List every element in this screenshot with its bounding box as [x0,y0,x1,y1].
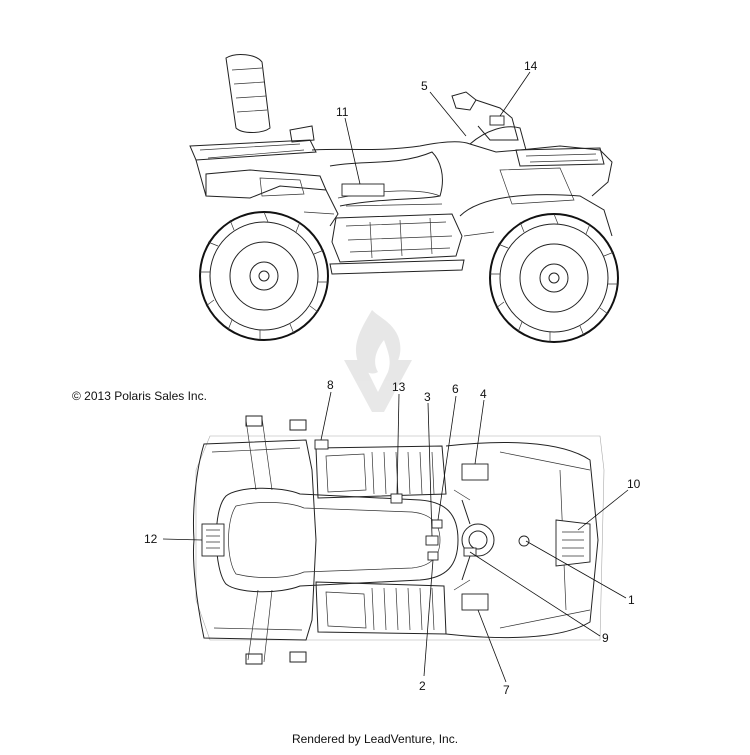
callout-3: 3 [424,390,431,404]
callout-13: 13 [392,380,406,394]
callout-6: 6 [452,382,459,396]
decal-13 [390,493,403,504]
front-wheel [489,213,619,343]
decal-6 [431,519,443,529]
callout-4: 4 [480,387,487,401]
decal-10 [555,519,591,567]
rear-wheel [199,211,329,341]
decal-14 [489,115,505,126]
leadventure-flame-icon [344,310,412,412]
callout-9: 9 [602,631,609,645]
decal-4 [461,463,489,481]
callout-11: 11 [336,105,349,119]
atv-top-view [193,415,605,665]
copyright-text: © 2013 Polaris Sales Inc. [72,389,207,403]
callout-2: 2 [419,679,426,693]
callout-12: 12 [144,532,158,546]
decal-12 [201,523,225,557]
decal-8 [314,439,329,450]
decal-7 [461,593,489,611]
callout-5: 5 [421,79,428,93]
decal-3 [425,535,439,546]
callout-7: 7 [503,683,510,697]
decal-2 [427,551,439,561]
atv-side-view [189,54,619,343]
callout-10: 10 [627,477,641,491]
callout-1: 1 [628,593,635,607]
callout-labels: 14 5 11 8 13 3 6 4 10 12 1 9 2 7 [144,59,641,697]
decal-11 [341,183,385,197]
decal-1 [518,535,530,547]
callout-8: 8 [327,378,334,392]
footer-credit: Rendered by LeadVenture, Inc. [291,732,459,746]
leader-lines [162,71,629,683]
callout-14: 14 [524,59,538,73]
